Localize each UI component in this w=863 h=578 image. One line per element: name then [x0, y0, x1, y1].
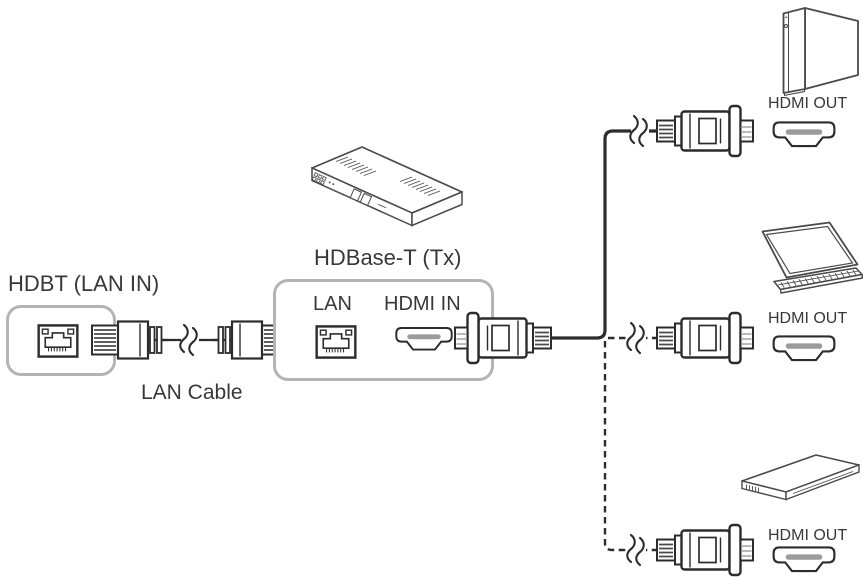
hdmi-out-label: HDMI OUT [768, 95, 848, 112]
hdmi-out-label: HDMI OUT [768, 527, 848, 544]
cable-break-mark [626, 321, 645, 355]
lan-cable-label: LAN Cable [141, 381, 243, 404]
hdmi-in-port-label: HDMI IN [384, 293, 461, 315]
hdbt-port-label: HDBT (LAN IN) [8, 271, 160, 296]
hdmi-out-port-icon [771, 546, 837, 573]
lan-plug-left-icon [90, 317, 168, 363]
laptop-icon [752, 218, 863, 296]
hdmi-plug-icon [655, 523, 755, 577]
lan-port-icon [37, 324, 79, 358]
cable-break-mark [179, 323, 198, 357]
lan-port-icon [315, 325, 357, 359]
cable-break-mark [629, 114, 648, 148]
solid-cable-top-branch [545, 129, 656, 340]
dashed-cable-bottom-branch [603, 341, 656, 552]
hdmi-plug-icon [655, 104, 755, 158]
hdbase-t-label: HDBase-T (Tx) [314, 245, 462, 270]
cable-break-mark [626, 533, 645, 567]
lan-port-label: LAN [313, 293, 352, 315]
hdmi-out-port-icon [771, 335, 837, 362]
hdmi-out-label: HDMI OUT [768, 310, 848, 327]
hdmi-in-port-icon [395, 326, 453, 352]
hdmi-plug-icon [655, 311, 755, 365]
hdmi-plug-to-transmitter-icon [453, 311, 553, 365]
hdmi-out-port-icon [771, 121, 837, 148]
pc-tower-icon [778, 4, 863, 96]
media-player-icon [738, 448, 863, 503]
hdbase-t-device-icon [311, 146, 463, 227]
